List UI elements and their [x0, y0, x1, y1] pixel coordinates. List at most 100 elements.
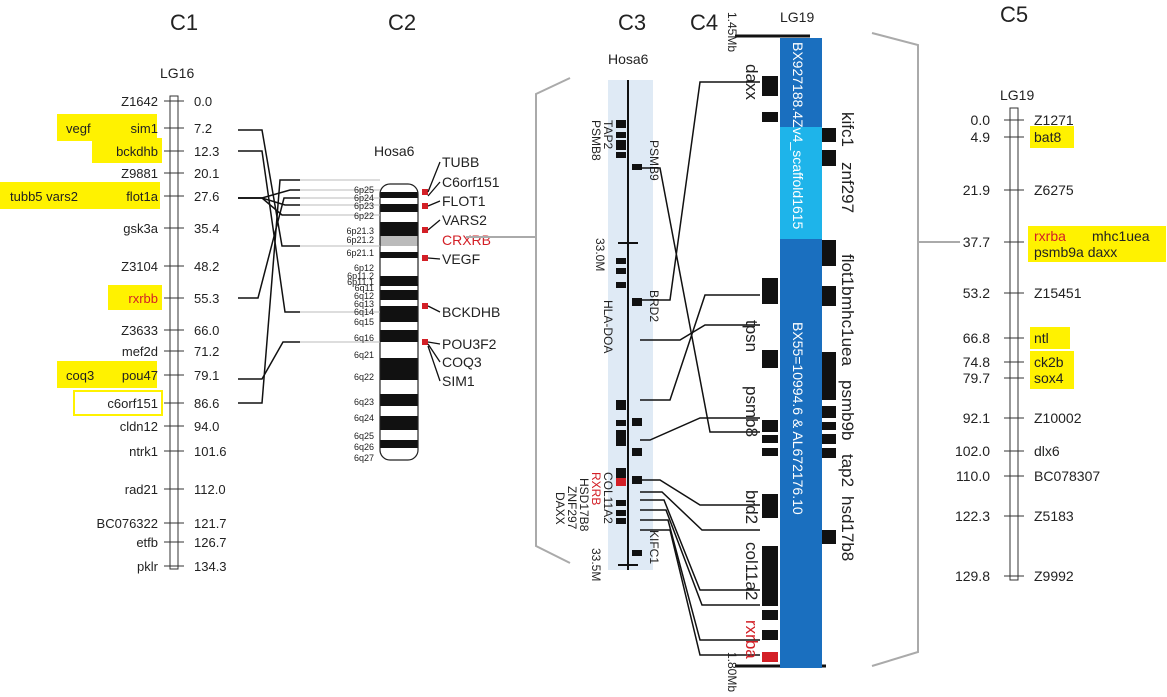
c2-band-label: 6q24: [354, 413, 374, 423]
c4-gene-mark: [822, 286, 836, 306]
c4-end-label: 1.80Mb: [725, 652, 739, 692]
c2-gene-marker: [422, 203, 428, 209]
c5-locus-position: 79.7: [963, 370, 990, 386]
panel-c2: Hosa6 6p256p246p236p226p21.36p21.26p21.1…: [300, 143, 500, 463]
c2-band-label: 6q23: [354, 397, 374, 407]
c1-locus-name: pklr: [137, 559, 159, 574]
c4-gene-marks: [762, 76, 836, 662]
c2-gene-label: VEGF: [442, 251, 480, 267]
c4-gene-label: psmb8: [742, 386, 761, 437]
c1-locus-position: 66.0: [194, 323, 219, 338]
c1-locus-name: rxrbb: [128, 291, 158, 306]
c1-locus-position: 48.2: [194, 259, 219, 274]
c5-locus-name: dlx6: [1034, 443, 1060, 459]
c4-gene-mark: [822, 434, 836, 444]
c2-gene-leader: [427, 161, 441, 193]
c3-gene-mark: [632, 164, 642, 170]
c4-gene-mark: [822, 530, 836, 544]
c5-locus-name: BC078307: [1034, 468, 1100, 484]
c3-gene-mark: [616, 132, 626, 138]
c3-gene-mark: [616, 258, 626, 264]
c3-gene-mark: [616, 152, 626, 158]
c2-gene-labels: TUBBC6orf151FLOT1VARS2CRXRBVEGFBCKDHBPOU…: [427, 154, 500, 389]
c2-ideogram-band: [380, 284, 418, 290]
c2-ideogram-band: [380, 406, 418, 416]
c1-locus-position: 94.0: [194, 419, 219, 434]
panel-c2-title: C2: [388, 10, 416, 35]
c1-linkage-group-label: LG16: [160, 65, 194, 81]
c2-band-label: 6p11.2: [347, 271, 374, 281]
c5-locus-position: 4.9: [971, 129, 991, 145]
c2-gene-label: VARS2: [442, 212, 487, 228]
c5-locus-name: Z15451: [1034, 285, 1082, 301]
c5-locus-position: 0.0: [971, 112, 991, 128]
c4-gene-label: mhc1uea: [838, 296, 857, 366]
c1-locus-name: sim1: [131, 121, 158, 136]
c3-gene-mark: [616, 420, 626, 426]
c4-gene-mark: [762, 610, 778, 620]
panel-c5-title: C5: [1000, 2, 1028, 27]
c3-gene-mark-rxrb: [616, 478, 626, 486]
c4-linkage-group-label: LG19: [780, 9, 814, 25]
c4-gene-label: tpsn: [742, 320, 761, 352]
c1-locus-position: 35.4: [194, 221, 219, 236]
c3-gene-mark: [616, 518, 626, 524]
c4-gene-label: tap2: [838, 454, 857, 487]
c5-locus-position: 74.8: [963, 354, 990, 370]
c5-locus-extra-line: psmb9a daxx: [1034, 244, 1117, 260]
c3-gene-label: PSMB8: [589, 120, 603, 161]
c2-gene-label: POU3F2: [442, 336, 497, 352]
c5-locus-name: Z9992: [1034, 568, 1074, 584]
c3-gene-label: TAP2: [601, 120, 615, 149]
c1-locus-name: Z3633: [121, 323, 158, 338]
c4-scaffold-highlight: [780, 127, 822, 239]
c1-locus-position: 0.0: [194, 94, 212, 109]
c1-locus-position: 7.2: [194, 121, 212, 136]
c2-ideogram-band: [380, 276, 418, 284]
c3-gene-mark: [632, 448, 642, 456]
c2-band-label: 6q16: [354, 333, 374, 343]
c5-locus-name: Z5183: [1034, 508, 1074, 524]
c4-gene-label: kifc1: [838, 112, 857, 147]
c4-gene-label: brd2: [742, 490, 761, 524]
c4-gene-label: col11a2: [742, 542, 761, 600]
c1-highlight: [108, 285, 162, 310]
c1-locus-extra-name: coq3: [66, 368, 94, 383]
c2-band-label: 6q15: [354, 317, 374, 327]
c4-gene-mark: [762, 494, 778, 518]
c2-band-label: 6p25: [354, 185, 374, 195]
c1-locus-name: Z9881: [121, 166, 158, 181]
c1-locus-position: 121.7: [194, 516, 227, 531]
c2-gene-leader: [427, 345, 441, 382]
c4-gene-mark: [822, 448, 836, 458]
c2-band-label: 6q21: [354, 350, 374, 360]
c2-band-label: 6q22: [354, 372, 374, 382]
c3-gene-mark: [616, 120, 626, 128]
c3-end-label: 33.5M: [589, 548, 603, 581]
c1-highlight: [57, 361, 157, 388]
c4-c5-bracket: [871, 32, 919, 667]
c2-ideogram-band: [380, 204, 418, 212]
c5-locus-name: rxrba: [1034, 228, 1066, 244]
c2-band-label: 6q11: [355, 283, 374, 293]
c1-locus-position: 126.7: [194, 535, 227, 550]
c4-gene-mark: [822, 406, 836, 418]
c1-locus-position: 20.1: [194, 166, 219, 181]
c4-gene-mark: [822, 150, 836, 166]
c4-gene-mark: [762, 420, 778, 432]
c3-gene-mark: [616, 140, 626, 150]
c2-gene-leader: [427, 200, 441, 207]
c3-start-label: 33.0M: [593, 238, 607, 271]
c1-locus-position: 12.3: [194, 144, 219, 159]
c2-ideogram-band: [380, 322, 418, 330]
c2-ideogram-band: [380, 380, 418, 394]
c1-locus-position: 101.6: [194, 444, 227, 459]
c2-gene-leader: [427, 257, 441, 260]
c4-start-label: 1.45Mb: [725, 12, 739, 52]
c2-ideogram-band: [380, 440, 418, 448]
c1-locus-name: cldn12: [120, 419, 158, 434]
